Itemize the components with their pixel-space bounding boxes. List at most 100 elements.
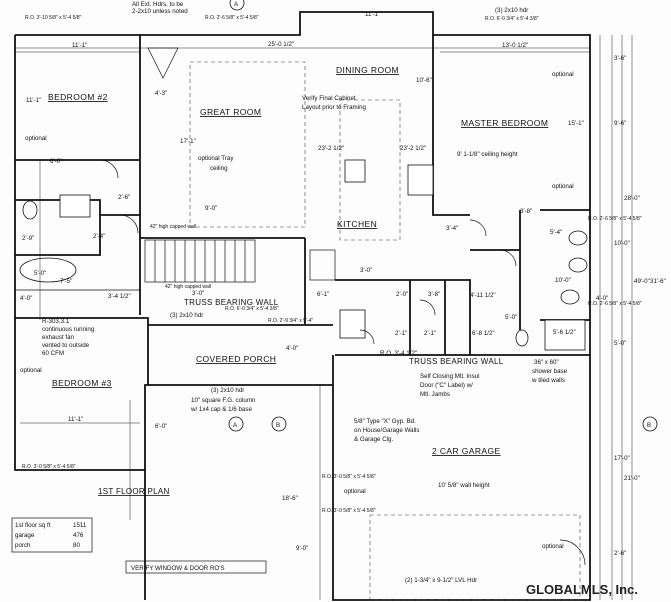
watermark-logo: GLOBALMLS, Inc.: [526, 582, 638, 597]
bath-2-4: 2'-4": [93, 233, 105, 240]
exhaust-note-4: vented to outside: [42, 342, 90, 349]
bed3-width: 11'-1": [68, 416, 83, 423]
garage-left-18-6: 18'-6": [282, 495, 298, 502]
bath-5-0: 5'-0": [34, 270, 46, 277]
closet-2-1b: 2'-1": [424, 330, 436, 337]
closet-5-0: 5'-0": [505, 314, 517, 321]
ro-right-1: R.O. 2'-6 5/8" x 5'-4 5/8": [588, 216, 642, 222]
verify-cabinet-2: Layout prior to Framing: [302, 104, 367, 111]
tray-note-1: optional Tray: [198, 155, 234, 162]
ro-porch2: R.O. 2'-9 3/4" x 5'-4": [268, 318, 313, 324]
master-optional-1: optional: [552, 71, 574, 78]
great-room-height: 17'-1": [180, 138, 196, 145]
gyp-note-2: on House/Garage Walls: [354, 427, 419, 434]
ro-garage-2: R.O. 3'-0 5/8" x 5'-4 5/8": [322, 474, 376, 480]
truss-wall-left: TRUSS BEARING WALL: [184, 298, 279, 307]
verify-window-box: [125, 560, 267, 574]
closet-2-0: 2'-0": [396, 291, 408, 298]
kitchen-left-dim: 23'-2 1/2": [318, 145, 344, 152]
ro-porch: R.O. 6'-0 3/4" x 5'-4 3/8": [225, 306, 279, 312]
svg-text:B: B: [647, 422, 651, 429]
room-great-room: GREAT ROOM: [200, 107, 261, 117]
area-row2-value: 476: [73, 532, 84, 539]
dim-top-left: 11'-1": [72, 42, 87, 49]
kitchen-6-1: 6'-1": [317, 291, 329, 298]
bath-7-5: 7'-5": [60, 278, 72, 285]
dining-width: 11'-1": [365, 11, 380, 18]
porch-6-0: 6'-0": [155, 423, 167, 430]
gyp-note-1: 5/8" Type "X" Gyp. Bd.: [354, 418, 416, 425]
right-28-0: 28'-0": [624, 195, 640, 202]
right-9-6: 9'-6": [614, 120, 626, 127]
closet-3-4: 3'-4": [446, 225, 458, 232]
ro-top-right: R.O. 6'-0 3/4" x 5'-4 3/8": [485, 16, 539, 22]
bed2-depth: 11'-1": [26, 97, 41, 104]
closet-4-11: 4'-11 1/2": [470, 292, 496, 299]
exterior-walls: [14, 11, 591, 601]
section-marker-b-right: B: [642, 416, 658, 432]
ro-top-mid: R.O. 2'-6 5/8" x 5'-4 5/8": [205, 15, 259, 21]
dimension-lines: [15, 35, 633, 600]
room-dining: DINING ROOM: [336, 65, 399, 75]
shower-note-3: w tiled walls: [531, 377, 565, 384]
header-mid: (3) 2x10 hdr: [170, 312, 203, 319]
kitchen-island-outline: [339, 99, 401, 241]
staircase: [144, 239, 256, 283]
tray-note-2: ceiling: [210, 165, 228, 172]
header-porch: (3) 2x10 hdr: [211, 387, 244, 394]
room-bedroom2: BEDROOM #2: [48, 92, 108, 102]
door-note-3: Mtl. Jambs: [420, 391, 450, 398]
porch-4-0: 4'-0": [286, 345, 298, 352]
tray-ceiling-outline: [189, 61, 306, 228]
area-row2-label: garage: [15, 532, 35, 539]
great-room-tray-width: 9'-0": [205, 205, 217, 212]
fireplace: [147, 47, 179, 79]
stair-3-0: 3'-0": [192, 290, 204, 297]
right-49-0: 49'-0": [634, 278, 650, 285]
svg-text:B: B: [276, 422, 280, 429]
right-31-6: 31'-6": [650, 278, 666, 285]
shower-note-1: 36" x 60": [534, 359, 559, 366]
ro-top-left: R.O. 3'-10 5/8" x 5'-4 5/8": [25, 15, 82, 21]
room-covered-porch: COVERED PORCH: [196, 354, 276, 364]
closet-2-1: 2'-1": [395, 330, 407, 337]
right-10-0: 10'-0": [614, 240, 630, 247]
plan-title: 1ST FLOOR PLAN: [98, 487, 170, 496]
svg-text:A: A: [233, 422, 238, 429]
exhaust-note-2: continuous running: [42, 326, 95, 333]
room-bedroom3: BEDROOM #3: [52, 378, 112, 388]
master-ceiling-height: 9' 1-1/8" ceiling height: [457, 151, 518, 158]
interior-walls: [15, 35, 590, 356]
gyp-note-3: & Garage Clg.: [354, 436, 393, 443]
column-note-1: 10" square F.G. column: [191, 397, 256, 404]
bath-4-0: 4'-0": [20, 295, 32, 302]
area-row1-label: 1st floor sq ft: [15, 522, 51, 529]
dim-top-right: 13'-0 1/2": [502, 42, 528, 49]
section-marker-a-top: A: [229, 0, 245, 11]
area-row1-value: 1511: [73, 522, 87, 529]
bath-fixtures: [19, 194, 588, 351]
area-row3-label: porch: [15, 542, 31, 549]
great-room-tray-dim: 4'-3": [155, 90, 167, 97]
kitchen-3-0: 3'-0": [360, 267, 372, 274]
wall-height-note: 10' 5/8" wall height: [438, 482, 490, 489]
closet-3-8: 3'-8": [428, 291, 440, 298]
room-kitchen: KITCHEN: [337, 219, 377, 229]
truss-wall-right: TRUSS BEARING WALL: [409, 357, 504, 366]
room-garage: 2 CAR GARAGE: [432, 446, 501, 456]
master-bath-5-4: 5'-4": [550, 229, 562, 236]
right-2-6: 2'-6": [614, 550, 626, 557]
kitchen-right-dim: 23'-2 1/2": [400, 145, 426, 152]
exhaust-note-1: R-303.3.1: [42, 318, 70, 325]
exhaust-note-5: 60 CFM: [42, 350, 64, 357]
dining-depth: 10'-6": [416, 77, 432, 84]
dim-top-total: 25'-0 1/2": [268, 41, 294, 48]
master-bath-3-8: 3'-8": [520, 208, 532, 215]
capped-wall-1: 42" high capped wall: [150, 224, 196, 230]
door-note-2: Door ("C" Label) w/: [420, 382, 473, 389]
master-depth: 15'-1": [568, 120, 584, 127]
bed2-optional: optional: [25, 135, 47, 142]
closet-6-8: 6'-8 1/2": [472, 330, 495, 337]
kitchen-fixtures: [309, 159, 434, 339]
